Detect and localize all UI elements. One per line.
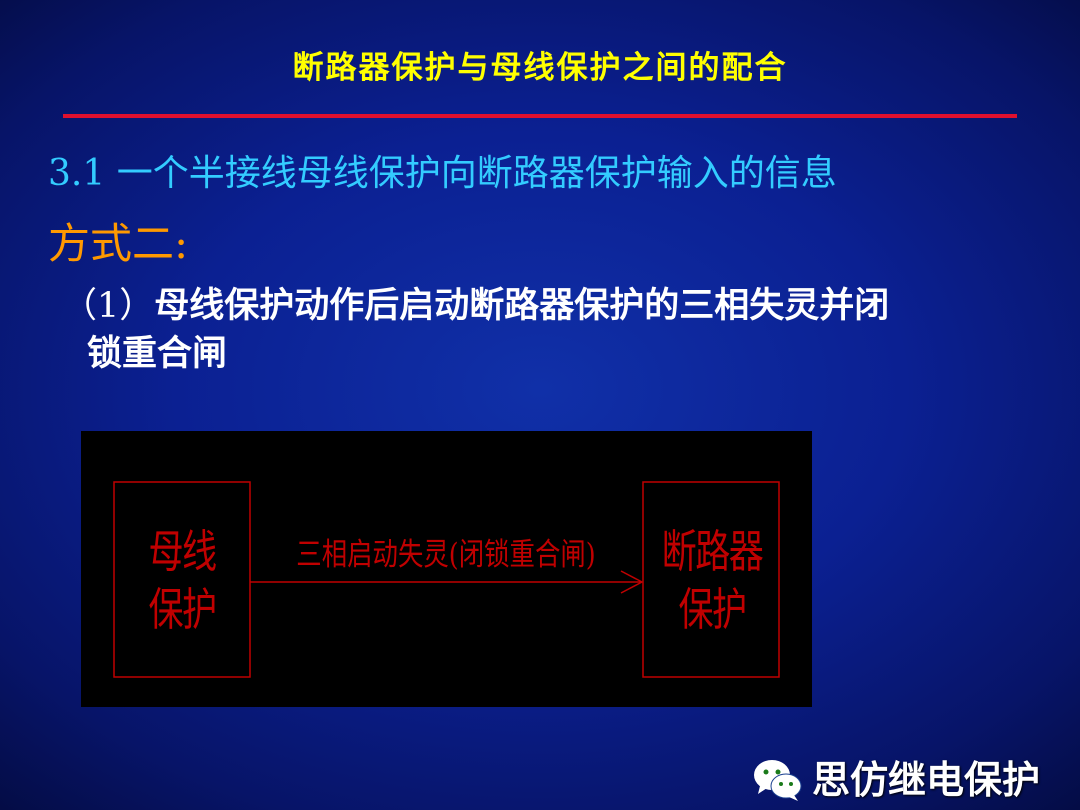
breaker-protection-line1: 断路器 <box>661 525 764 578</box>
bus-protection-box <box>113 481 251 678</box>
watermark: 思仿继电保护 <box>752 756 1040 804</box>
item-text-line1: 母线保护动作后启动断路器保护的三相失灵并闭 <box>154 286 890 326</box>
slide-title: 断路器保护与母线保护之间的配合 <box>292 50 788 86</box>
breaker-protection-label: 断路器 保护 <box>659 523 765 639</box>
title-divider <box>63 114 1017 118</box>
bus-protection-line2: 保护 <box>148 583 217 636</box>
breaker-protection-box <box>642 481 780 678</box>
watermark-text: 思仿继电保护 <box>812 758 1041 802</box>
item-number: （1） <box>62 286 155 326</box>
bus-protection-label: 母线 保护 <box>129 523 235 639</box>
wechat-icon <box>754 760 802 801</box>
arrow-head-icon <box>620 570 644 594</box>
diagram-lines <box>113 481 780 678</box>
item-text-line2: 锁重合闸 <box>87 334 228 374</box>
list-item: （1）母线保护动作后启动断路器保护的三相失灵并闭 锁重合闸 <box>62 282 1052 378</box>
breaker-protection-line2: 保护 <box>678 583 747 636</box>
arrow-label: 三相启动失灵(闭锁重合闸) <box>296 537 596 573</box>
protection-diagram: 母线 保护 三相启动失灵(闭锁重合闸) 断路器 保护 <box>81 431 812 707</box>
section-heading: 3.1 一个半接线母线保护向断路器保护输入的信息 <box>48 153 837 194</box>
method-label: 方式二: <box>48 219 189 268</box>
bus-protection-line1: 母线 <box>148 525 217 578</box>
